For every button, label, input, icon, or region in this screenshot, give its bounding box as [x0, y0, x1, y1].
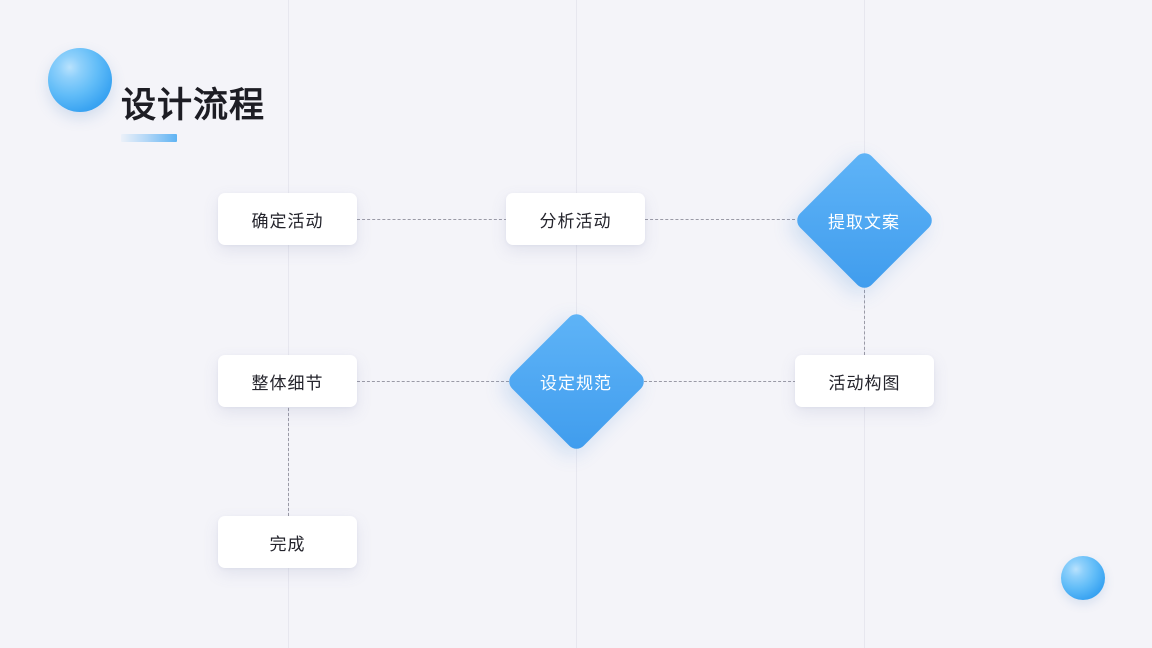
flow-node-活动构图[interactable]: 活动构图 [795, 355, 934, 407]
page-title-text: 设计流程 [121, 86, 266, 125]
guide-line-1 [288, 0, 289, 648]
flow-node-提取文案[interactable]: 提取文案 [792, 148, 936, 292]
page-title: 设计流程 [121, 84, 265, 142]
flow-node-label: 设定规范 [540, 373, 612, 393]
flow-node-label: 活动构图 [828, 373, 901, 393]
flow-node-设定规范[interactable]: 设定规范 [504, 309, 648, 453]
flow-node-确定活动[interactable]: 确定活动 [218, 193, 357, 245]
connector-n2-n3 [645, 219, 795, 220]
flow-node-整体细节[interactable]: 整体细节 [218, 355, 357, 407]
connector-n6-n5 [357, 381, 509, 382]
flow-node-label: 提取文案 [828, 212, 900, 232]
connector-n1-n2 [357, 219, 507, 220]
flow-node-完成[interactable]: 完成 [218, 516, 357, 568]
connector-n6-n7 [288, 408, 289, 516]
flow-node-label: 整体细节 [251, 373, 324, 393]
connector-n3-n4 [864, 290, 865, 355]
flow-node-label: 分析活动 [539, 211, 612, 231]
flow-node-label: 完成 [269, 534, 306, 554]
title-underline-bar [121, 134, 177, 142]
connector-n5-n4 [644, 381, 796, 382]
flow-node-分析活动[interactable]: 分析活动 [506, 193, 645, 245]
blue-sphere-corner-icon [1061, 556, 1105, 600]
flow-node-label: 确定活动 [251, 211, 324, 231]
blue-sphere-icon [48, 48, 112, 112]
